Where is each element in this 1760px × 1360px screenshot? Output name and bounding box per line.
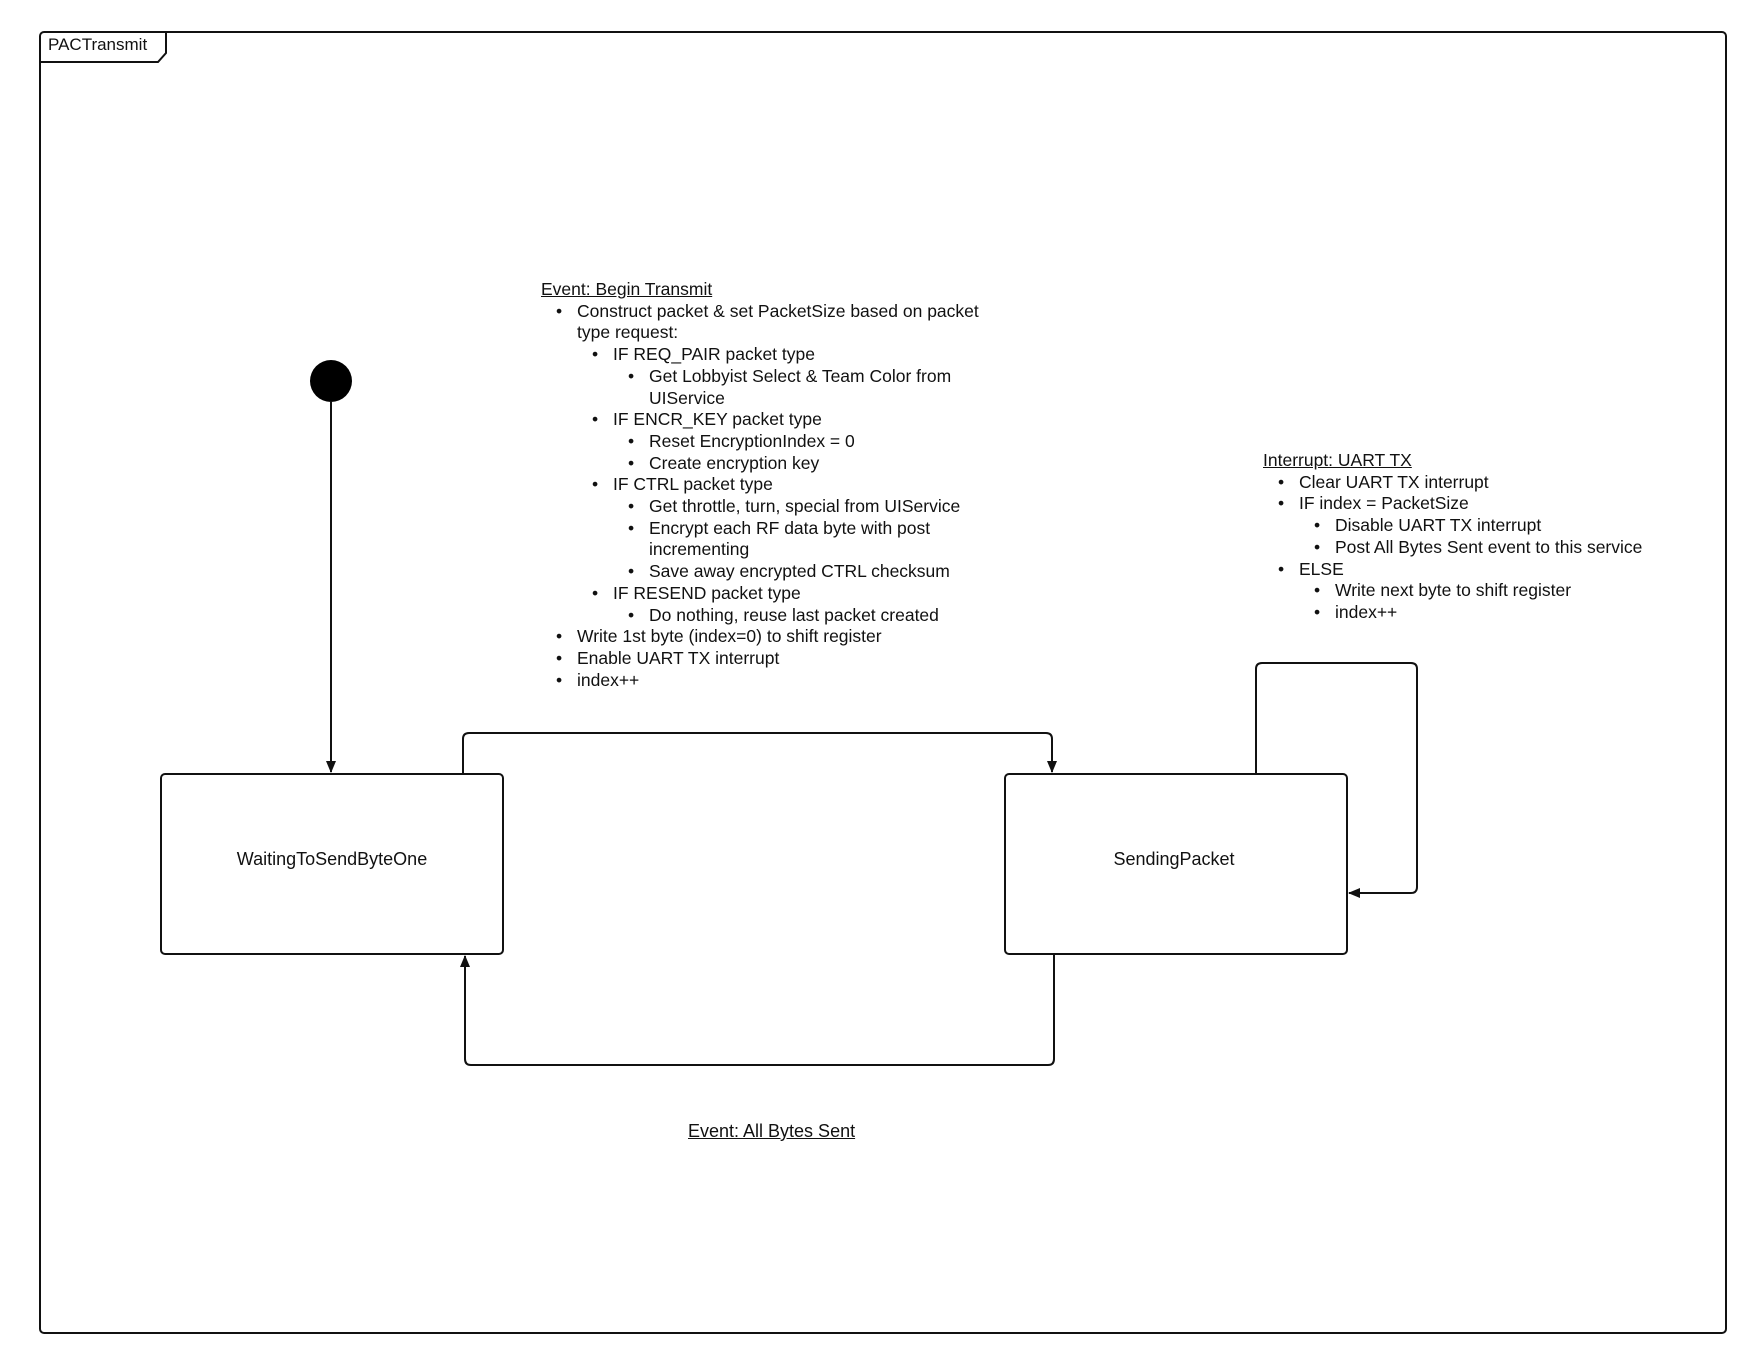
transition-all-bytes-sent-arrow bbox=[460, 954, 1055, 1066]
list-item-text: ELSE bbox=[1299, 558, 1344, 579]
state-waiting-box[interactable] bbox=[160, 773, 504, 955]
list-item-text: Disable UART TX interrupt bbox=[1335, 515, 1542, 536]
list-item-text: IF REQ_PAIR packet type bbox=[613, 344, 815, 365]
list-item-text: Enable UART TX interrupt bbox=[577, 647, 780, 668]
state-sending-label: SendingPacket bbox=[1113, 849, 1235, 869]
list-item: Do nothing, reuse last packet created bbox=[613, 605, 1001, 627]
frame-border bbox=[39, 31, 1727, 1334]
list-item: Create encryption key bbox=[613, 453, 1001, 475]
list-item: Save away encrypted CTRL checksum bbox=[613, 561, 1001, 583]
list-item-text: Create encryption key bbox=[649, 452, 820, 473]
list-item: Disable UART TX interrupt bbox=[1299, 515, 1733, 537]
frame-title: PACTransmit bbox=[48, 35, 148, 54]
list-item: Get Lobbyist Select & Team Color from UI… bbox=[613, 366, 1001, 409]
list-item-text: Get throttle, turn, special from UIServi… bbox=[649, 496, 961, 517]
uart-interrupt-note: Interrupt: UART TX Clear UART TX interru… bbox=[1263, 450, 1733, 624]
list-item-text: IF CTRL packet type bbox=[613, 474, 773, 495]
list-item: IF REQ_PAIR packet type Get Lobbyist Sel… bbox=[577, 344, 1001, 409]
list-item-text: Clear UART TX interrupt bbox=[1299, 471, 1489, 492]
frame-tab-outline bbox=[40, 32, 167, 63]
list-item-text: Encrypt each RF data byte with post incr… bbox=[649, 517, 931, 560]
list-item-text: Write next byte to shift register bbox=[1335, 580, 1572, 601]
list-item: Get throttle, turn, special from UIServi… bbox=[613, 496, 1001, 518]
list-item: IF RESEND packet type Do nothing, reuse … bbox=[577, 583, 1001, 626]
list-item: Encrypt each RF data byte with post incr… bbox=[613, 518, 1001, 561]
all-bytes-sent-label: Event: All Bytes Sent bbox=[688, 1121, 856, 1141]
uart-interrupt-heading: Interrupt: UART TX bbox=[1263, 450, 1412, 470]
list-item-text: Post All Bytes Sent event to this servic… bbox=[1335, 536, 1643, 557]
list-item: Enable UART TX interrupt bbox=[541, 648, 1001, 670]
list-item-text: index++ bbox=[1335, 601, 1398, 622]
list-item: Post All Bytes Sent event to this servic… bbox=[1299, 537, 1733, 559]
state-sending-box[interactable] bbox=[1004, 773, 1348, 955]
list-item-text: Construct packet & set PacketSize based … bbox=[577, 300, 979, 343]
list-item: Construct packet & set PacketSize based … bbox=[541, 301, 1001, 627]
list-item-text: IF RESEND packet type bbox=[613, 582, 801, 603]
list-item: IF CTRL packet type Get throttle, turn, … bbox=[577, 474, 1001, 583]
transition-uart-tx-self-arrow bbox=[1255, 662, 1418, 898]
list-item: IF index = PacketSize Disable UART TX in… bbox=[1263, 493, 1733, 558]
list-item-text: Get Lobbyist Select & Team Color from UI… bbox=[649, 365, 952, 408]
list-item: IF ENCR_KEY packet type Reset Encryption… bbox=[577, 409, 1001, 474]
list-item-text: IF index = PacketSize bbox=[1299, 493, 1469, 514]
list-item-text: Save away encrypted CTRL checksum bbox=[649, 561, 950, 582]
list-item: Write next byte to shift register bbox=[1299, 580, 1733, 602]
initial-state-dot bbox=[310, 360, 352, 402]
transition-begin-transmit-arrow bbox=[462, 732, 1057, 774]
list-item: index++ bbox=[1299, 602, 1733, 624]
list-item: ELSE Write next byte to shift register i… bbox=[1263, 559, 1733, 624]
begin-transmit-note: Event: Begin Transmit Construct packet &… bbox=[541, 279, 1001, 691]
begin-transmit-list: Construct packet & set PacketSize based … bbox=[541, 301, 1001, 692]
begin-transmit-heading: Event: Begin Transmit bbox=[541, 279, 713, 299]
list-item-text: Write 1st byte (index=0) to shift regist… bbox=[577, 626, 882, 647]
uart-interrupt-list: Clear UART TX interrupt IF index = Packe… bbox=[1263, 472, 1733, 624]
list-item: Reset EncryptionIndex = 0 bbox=[613, 431, 1001, 453]
list-item-text: index++ bbox=[577, 669, 640, 690]
state-waiting-label: WaitingToSendByteOne bbox=[236, 849, 428, 869]
list-item-text: Reset EncryptionIndex = 0 bbox=[649, 430, 855, 451]
list-item: Clear UART TX interrupt bbox=[1263, 472, 1733, 494]
list-item-text: Do nothing, reuse last packet created bbox=[649, 604, 939, 625]
list-item-text: IF ENCR_KEY packet type bbox=[613, 409, 822, 430]
list-item: Write 1st byte (index=0) to shift regist… bbox=[541, 626, 1001, 648]
list-item: index++ bbox=[541, 670, 1001, 692]
